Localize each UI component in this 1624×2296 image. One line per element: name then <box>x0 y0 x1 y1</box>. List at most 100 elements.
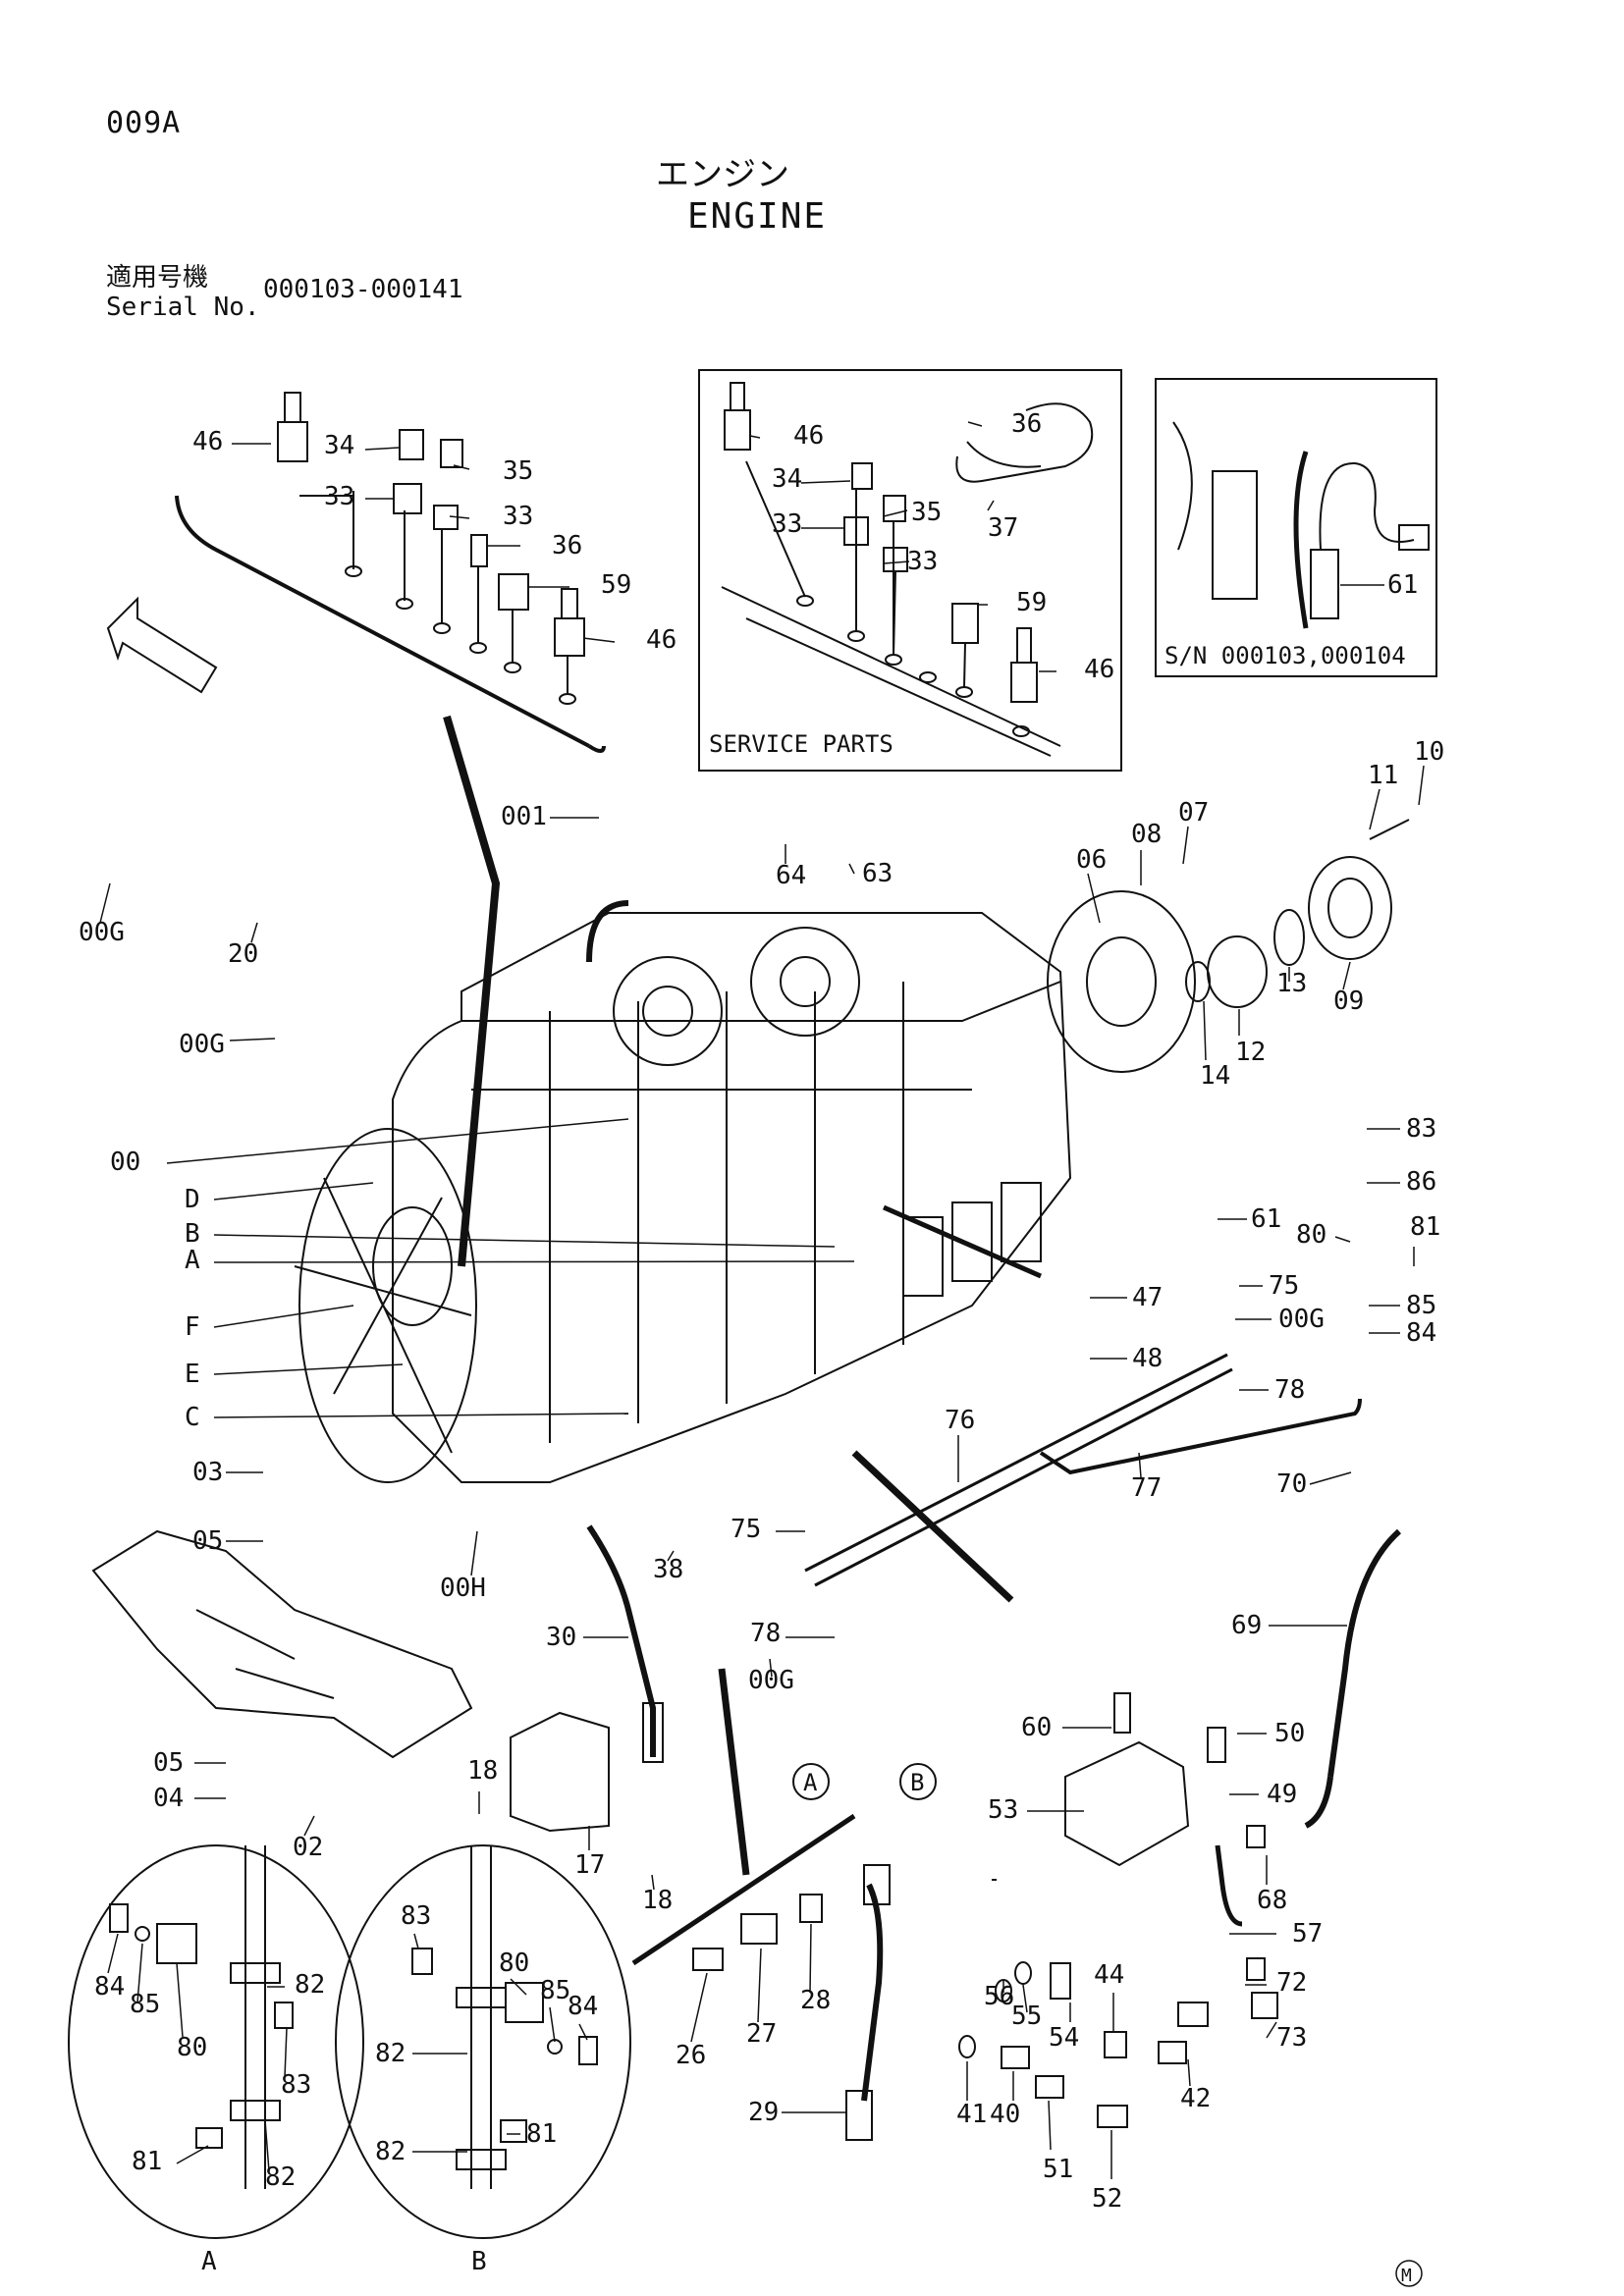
part-number-label: 41 <box>956 2100 987 2129</box>
leader-line <box>449 515 470 519</box>
leader-line <box>582 637 616 643</box>
part-number-label: 83 <box>401 1901 431 1931</box>
leader-line <box>213 1413 629 1418</box>
part-number-label: 38 <box>653 1555 683 1584</box>
part-number-label: 09 <box>1333 987 1364 1016</box>
part-number-label: 85 <box>130 1990 160 2019</box>
part-number-label: 46 <box>1084 655 1114 684</box>
part-number-label: 33 <box>772 509 802 539</box>
part-number-label: 46 <box>793 421 824 451</box>
leader-line <box>1309 1471 1352 1485</box>
flag-a-label: A <box>803 1769 818 1796</box>
part-number-label: 00 <box>110 1148 140 1177</box>
part-number-label: 33 <box>503 502 533 531</box>
part-number-label: 68 <box>1257 1886 1287 1915</box>
part-number-label: 33 <box>907 547 938 576</box>
leader-line <box>229 1038 276 1041</box>
engine-assembly <box>294 900 1072 1603</box>
part-number-label: 83 <box>1406 1114 1436 1144</box>
part-number-label: 52 <box>1092 2184 1122 2214</box>
leader-line <box>987 500 995 511</box>
leader-line <box>1182 826 1189 865</box>
part-number-label: 59 <box>1016 588 1047 617</box>
part-number-label: 30 <box>546 1623 576 1652</box>
part-number-label: F <box>185 1312 200 1342</box>
part-number-label: 86 <box>1406 1167 1436 1197</box>
leader-line <box>213 1234 836 1248</box>
part-number-label: 44 <box>1094 1960 1124 1990</box>
part-number-label: 82 <box>375 2137 406 2166</box>
part-number-label: 61 <box>1387 570 1418 600</box>
leader-line <box>1087 873 1101 924</box>
leader-line <box>176 2145 209 2164</box>
flywheel-housing-parts <box>1047 819 1410 1073</box>
part-number-label: 20 <box>228 939 258 969</box>
leader-line <box>176 1962 184 2038</box>
part-number-label: E <box>185 1360 200 1389</box>
part-number-label: 08 <box>1131 820 1162 849</box>
part-number-label: 56 <box>984 1982 1014 2011</box>
detail-view-a-label: A <box>201 2247 217 2276</box>
part-number-label: 17 <box>574 1850 605 1880</box>
leader-line <box>303 1815 315 1837</box>
part-number-label: 48 <box>1132 1344 1163 1373</box>
part-number-label: 36 <box>1011 409 1042 439</box>
part-number-label: 10 <box>1414 737 1444 767</box>
detail-view-b-outline <box>335 1844 631 2239</box>
part-number-label: 70 <box>1276 1469 1307 1499</box>
leader-line <box>769 1658 773 1678</box>
part-number-label: 63 <box>862 859 893 888</box>
leader-line <box>107 1933 119 1974</box>
flag-b-label: B <box>910 1769 924 1796</box>
part-number-label: 84 <box>94 1972 125 2002</box>
part-number-label: 76 <box>945 1406 975 1435</box>
leader-line <box>284 2027 288 2078</box>
part-number-label: 53 <box>988 1795 1018 1825</box>
bracket-17 <box>510 1711 610 1833</box>
part-number-label: 37 <box>988 513 1018 543</box>
service-parts-label: SERVICE PARTS <box>709 730 893 758</box>
detail-view-b-label: B <box>471 2247 487 2276</box>
service-parts-contents <box>721 382 1094 757</box>
part-number-label: 59 <box>601 570 631 600</box>
title-japanese: エンジン <box>656 155 789 194</box>
part-number-label: 07 <box>1178 798 1209 828</box>
leader-line <box>1022 1984 1028 2013</box>
part-number-label: 46 <box>646 625 677 655</box>
part-number-label: 82 <box>295 1970 325 2000</box>
leader-line <box>757 1948 762 2023</box>
part-number-label: 33 <box>324 482 354 511</box>
part-number-label: 35 <box>503 456 533 486</box>
part-number-label: 34 <box>772 464 802 494</box>
leader-line <box>667 1550 675 1562</box>
part-number-label: 82 <box>265 2163 296 2192</box>
part-number-label: 34 <box>324 431 354 460</box>
leader-line <box>809 1923 812 1994</box>
part-number-label: 00G <box>179 1030 225 1059</box>
part-number-label: 05 <box>192 1526 223 1556</box>
part-number-label: 001 <box>501 802 547 831</box>
part-number-label: 18 <box>642 1886 673 1915</box>
detail-view-a-outline <box>68 1844 364 2239</box>
part-number-label: C <box>185 1403 200 1432</box>
leader-line <box>1138 1452 1142 1478</box>
part-number-label: 85 <box>1406 1291 1436 1320</box>
leader-line <box>264 2119 270 2172</box>
part-number-label: B <box>185 1219 200 1249</box>
leader-line <box>1418 765 1425 806</box>
leader-line <box>1369 788 1380 830</box>
part-number-label: 00G <box>79 918 125 947</box>
part-number-label: 05 <box>153 1748 184 1778</box>
part-number-label: 84 <box>1406 1318 1436 1348</box>
leader-line <box>470 1530 478 1576</box>
part-number-label: 28 <box>800 1986 831 2015</box>
leader-line <box>166 1118 629 1164</box>
part-number-label: 82 <box>375 2039 406 2068</box>
part-number-label: 81 <box>526 2119 557 2149</box>
leader-line <box>1187 2058 1191 2087</box>
leader-line <box>213 1260 855 1263</box>
part-number-label: A <box>185 1246 200 1275</box>
leader-line <box>690 1972 708 2043</box>
leader-line <box>1048 2100 1052 2151</box>
